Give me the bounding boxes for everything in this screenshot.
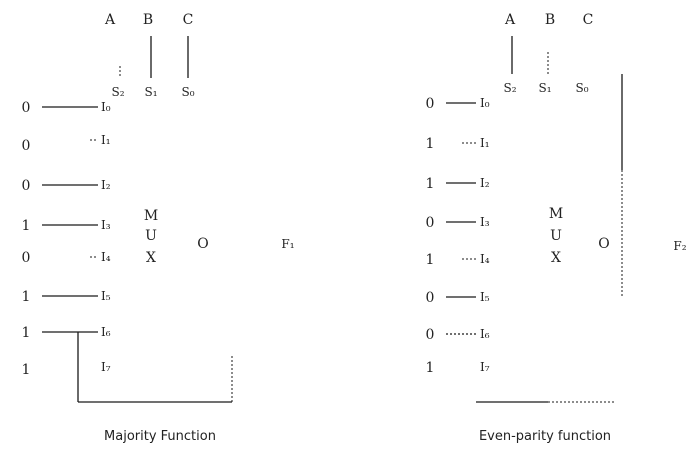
left-data-input-1: 0 bbox=[22, 138, 31, 154]
left-data-input-4: 0 bbox=[22, 250, 31, 266]
right-pin-i5: I₅ bbox=[480, 290, 490, 304]
left-data-input-6: 1 bbox=[22, 325, 31, 341]
right-data-input-3: 0 bbox=[426, 215, 435, 231]
right-pin-i7: I₇ bbox=[480, 360, 490, 374]
left-data-input-2: 0 bbox=[22, 178, 31, 194]
left-caption: Majority Function bbox=[104, 429, 216, 444]
right-pin-i1: I₁ bbox=[480, 136, 490, 150]
right-mux-circuit: A B C S₂ S₁ S₀ 0 I₀ 1 I₁ 1 I₂ 0 I₃ 1 I₄ … bbox=[426, 12, 687, 444]
left-select-line-s2: S₂ bbox=[111, 85, 124, 99]
right-data-input-5: 0 bbox=[426, 290, 435, 306]
right-mux-label-u: U bbox=[550, 228, 562, 244]
left-mux-label-m: M bbox=[144, 208, 158, 224]
right-select-line-s1: S₁ bbox=[538, 81, 551, 95]
right-pin-i0: I₀ bbox=[480, 96, 490, 110]
left-select-line-s1: S₁ bbox=[144, 85, 157, 99]
right-data-input-4: 1 bbox=[426, 252, 435, 268]
right-mux-label-x: X bbox=[551, 250, 561, 266]
right-mux-label-m: M bbox=[549, 206, 563, 222]
right-select-input-b: B bbox=[545, 12, 555, 28]
right-pin-i3: I₃ bbox=[480, 215, 490, 229]
right-select-input-a: A bbox=[504, 12, 516, 28]
left-mux-label-x: X bbox=[146, 250, 156, 266]
right-pin-i2: I₂ bbox=[480, 176, 490, 190]
right-pin-i4: I₄ bbox=[480, 252, 490, 266]
left-data-input-3: 1 bbox=[22, 218, 31, 234]
right-data-input-1: 1 bbox=[426, 136, 435, 152]
left-pin-i2: I₂ bbox=[101, 178, 111, 192]
left-pin-i4: I₄ bbox=[101, 250, 111, 264]
right-caption: Even-parity function bbox=[479, 429, 611, 444]
right-select-line-s0: S₀ bbox=[575, 81, 588, 95]
left-pin-i0: I₀ bbox=[101, 100, 111, 114]
right-function-label: F₂ bbox=[673, 239, 686, 253]
left-pin-i3: I₃ bbox=[101, 218, 111, 232]
left-data-input-5: 1 bbox=[22, 289, 31, 305]
left-pin-i6: I₆ bbox=[101, 325, 111, 339]
left-select-input-b: B bbox=[143, 12, 153, 28]
right-select-input-c: C bbox=[583, 12, 594, 28]
left-pin-i1: I₁ bbox=[101, 133, 111, 147]
right-data-input-6: 0 bbox=[426, 327, 435, 343]
left-select-line-s0: S₀ bbox=[181, 85, 194, 99]
left-data-input-7: 1 bbox=[22, 362, 31, 378]
left-pin-i7: I₇ bbox=[101, 360, 111, 374]
left-pin-i5: I₅ bbox=[101, 289, 111, 303]
left-mux-circuit: A B C S₂ S₁ S₀ 0 I₀ 0 I₁ 0 I₂ 1 I₃ 0 I₄ … bbox=[22, 12, 295, 444]
right-data-input-7: 1 bbox=[426, 360, 435, 376]
left-select-input-c: C bbox=[183, 12, 194, 28]
right-output-label: O bbox=[598, 236, 609, 252]
right-pin-i6: I₆ bbox=[480, 327, 490, 341]
left-data-input-0: 0 bbox=[22, 100, 31, 116]
left-function-label: F₁ bbox=[281, 237, 294, 251]
right-select-line-s2: S₂ bbox=[503, 81, 516, 95]
right-data-input-0: 0 bbox=[426, 96, 435, 112]
left-mux-label-u: U bbox=[145, 228, 157, 244]
left-select-input-a: A bbox=[104, 12, 116, 28]
left-output-label: O bbox=[197, 236, 208, 252]
right-data-input-2: 1 bbox=[426, 176, 435, 192]
